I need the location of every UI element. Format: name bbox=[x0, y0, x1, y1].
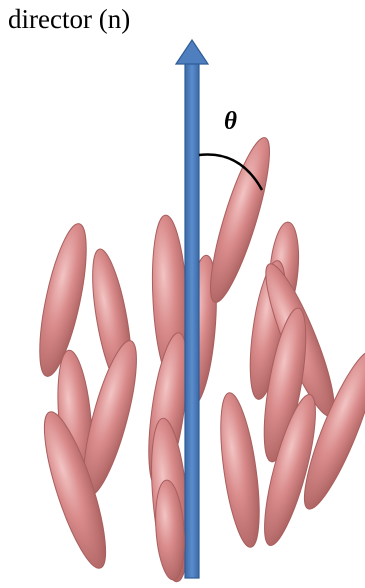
molecule bbox=[213, 391, 266, 550]
